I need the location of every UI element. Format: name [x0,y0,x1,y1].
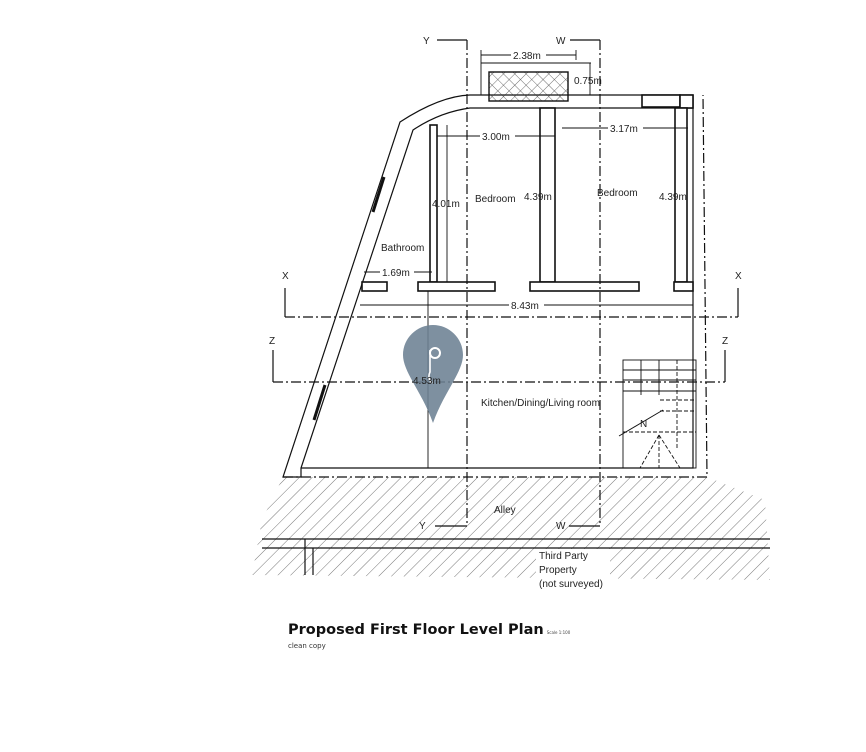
section-x [284,288,739,318]
room-label-bathroom: Bathroom [381,243,424,254]
section-z-label-left: Z [269,336,275,347]
third-party-label-2: Property [539,565,577,576]
staircase [618,359,697,469]
wall-pier [679,94,694,109]
stair-label: N [640,419,647,430]
window [641,94,681,108]
dim-divider-depth: 4.39m [524,192,552,203]
dim-bedroom1-width: 3.00m [482,132,510,143]
plan-subtitle: clean copy [288,642,326,650]
section-w-label-top: W [556,36,566,47]
plan-title-text: Proposed First Floor Level Plan [288,622,544,638]
map-pin-icon[interactable] [403,325,463,423]
third-party-label-3: (not surveyed) [539,579,603,590]
plan-scale: Scale 1:100 [546,630,571,635]
wall [529,281,640,292]
window [312,384,327,421]
section-y-label-top: Y [423,36,430,47]
section-z-label-right: Z [722,336,728,347]
dim-bedroom1-depth: 4.01m [432,199,460,210]
wall [417,281,496,292]
dim-tank-depth: 0.75m [574,76,602,87]
section-w [569,39,601,527]
dimension-labels: 2.38m 0.75m 3.00m 3.17m 4.01m 4.39m 4.39… [380,49,687,312]
section-x-label-right: X [735,271,742,282]
room-label-alley: Alley [494,505,516,516]
room-label-living: Kitchen/Dining/Living room [481,398,600,409]
section-w-label-bottom: W [556,521,566,532]
wall [673,281,694,292]
label-bg [536,549,610,591]
dim-bathroom-width: 1.69m [382,268,410,279]
dim-tank-width: 2.38m [513,51,541,62]
section-x-label-left: X [282,271,289,282]
dim-bedroom2-width: 3.17m [610,124,638,135]
room-label-bedroom-1: Bedroom [475,194,516,205]
section-y-label-bottom: Y [419,521,426,532]
third-party-label-1: Third Party [539,551,588,562]
room-label-bedroom-2: Bedroom [597,188,638,199]
dim-overall-width: 8.43m [511,301,539,312]
site-boundary [283,94,708,478]
section-y [435,39,468,527]
water-tank [488,71,569,102]
window [371,176,386,213]
dim-living-depth: 4.53m [413,376,441,387]
dim-bedroom2-depth: 4.39m [659,192,687,203]
wall [361,281,388,292]
alley-hatch [252,477,770,580]
section-z [272,350,726,383]
